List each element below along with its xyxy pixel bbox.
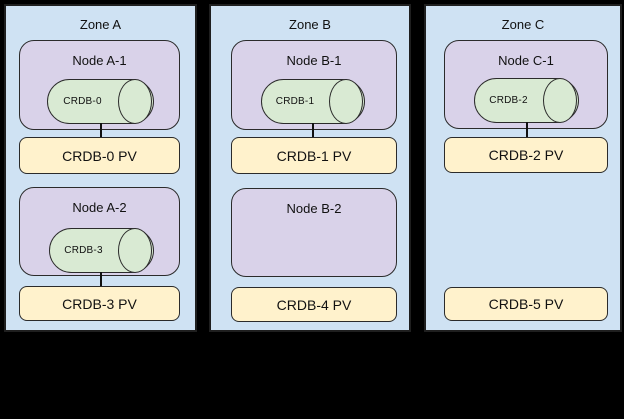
pod-crdb-3-cylinder: CRDB-3 [49,228,154,273]
cylinder-cap [329,79,363,124]
pod-crdb-0-label: CRDB-0 [63,96,102,107]
node-b1-label: Node B-1 [286,53,342,68]
zone-b-container: Zone B Node B-1 CRDB-1 CRDB-1 PV Node B-… [209,4,411,332]
connector-node-a1-to-pv [100,123,102,138]
node-a2-label: Node A-2 [72,200,127,215]
zone-c-label: Zone C [501,17,545,32]
pod-crdb-2-cylinder: CRDB-2 [474,78,579,123]
node-b2-box: Node B-2 [231,188,397,277]
pod-crdb-3-label: CRDB-3 [64,245,103,256]
pod-crdb-0-cylinder: CRDB-0 [47,79,154,124]
pv-crdb-3-box: CRDB-3 PV [19,286,180,321]
pv-crdb-4-box: CRDB-4 PV [231,287,397,322]
pod-crdb-1-label: CRDB-1 [275,96,315,107]
zone-a-label: Zone A [79,17,122,32]
pv-crdb-5-box: CRDB-5 PV [444,287,608,321]
connector-node-b1-to-pv [312,123,314,138]
cylinder-cap [543,78,577,123]
node-c1-label: Node C-1 [498,53,554,68]
connector-node-c1-to-pv [526,122,528,138]
pv-crdb-0-box: CRDB-0 PV [19,137,180,174]
pv-crdb-2-box: CRDB-2 PV [444,137,608,173]
zone-c-container: Zone C Node C-1 CRDB-2 CRDB-2 PV CRDB-5 … [424,4,622,332]
zone-a-container: Zone A Node A-1 CRDB-0 CRDB-0 PV Node A-… [4,4,197,332]
node-b2-label: Node B-2 [286,201,342,216]
cylinder-cap [118,228,152,273]
topology-diagram: Zone A Node A-1 CRDB-0 CRDB-0 PV Node A-… [4,4,622,332]
zone-b-label: Zone B [289,17,331,32]
node-a1-label: Node A-1 [72,53,127,68]
pv-crdb-1-box: CRDB-1 PV [231,137,397,174]
pod-crdb-1-cylinder: CRDB-1 [261,79,365,124]
connector-node-a2-to-pv [100,272,102,287]
cylinder-cap [118,79,152,124]
pod-crdb-2-label: CRDB-2 [489,95,528,106]
